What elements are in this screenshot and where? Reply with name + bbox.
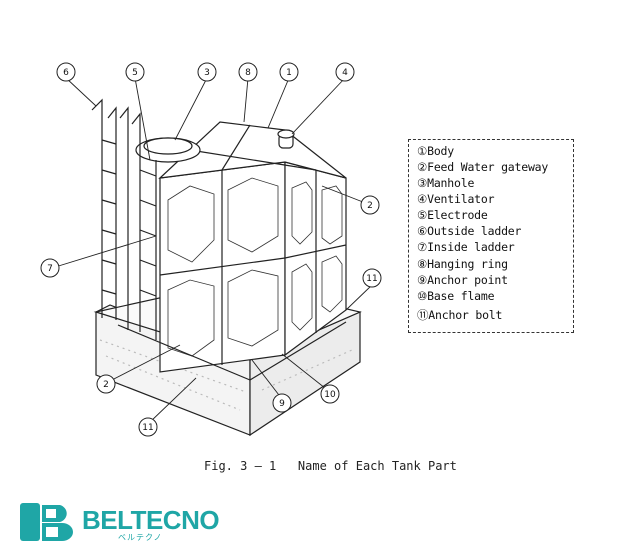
legend-item-feed-water: ②Feed Water gateway	[417, 160, 549, 174]
callout-7: 7	[40, 258, 60, 278]
svg-text:6: 6	[63, 68, 69, 78]
legend-item-anchor-point: ⑨Anchor point	[417, 273, 508, 287]
callout-2-top: 2	[360, 195, 380, 215]
tank-body	[158, 121, 347, 373]
callout-2-bottom: 2	[96, 374, 116, 394]
svg-text:11: 11	[142, 423, 153, 433]
svg-text:11: 11	[366, 274, 377, 284]
svg-text:2: 2	[103, 380, 109, 390]
svg-text:8: 8	[245, 68, 251, 78]
callout-8: 8	[238, 62, 258, 82]
svg-text:3: 3	[204, 68, 210, 78]
legend-item-manhole: ③Manhole	[417, 176, 475, 190]
legend-item-hanging-ring: ⑧Hanging ring	[417, 257, 508, 271]
legend-item-outside-ladder: ⑥Outside ladder	[417, 224, 522, 238]
callouts: 6 5 3 8 1 4 2 7 11 2 9 10 11	[40, 62, 382, 437]
svg-text:1: 1	[286, 68, 292, 78]
brand-kana: ベルテクノ	[118, 533, 163, 542]
legend-item-ventilator: ④Ventilator	[417, 192, 495, 206]
svg-text:4: 4	[342, 68, 348, 78]
svg-text:5: 5	[132, 68, 138, 78]
svg-text:10: 10	[324, 390, 336, 400]
svg-text:9: 9	[279, 399, 285, 409]
ventilator	[277, 129, 295, 149]
legend-item-anchor-bolt: ⑪Anchor bolt	[417, 308, 503, 322]
svg-text:7: 7	[47, 264, 53, 274]
base-frame	[117, 321, 347, 381]
outside-ladder	[91, 98, 141, 332]
callout-10: 10	[320, 384, 340, 404]
callout-9: 9	[272, 393, 292, 413]
legend-item-base-flame: ⑩Base flame	[417, 289, 495, 303]
callout-11-right: 11	[362, 268, 382, 288]
svg-text:2: 2	[367, 201, 373, 211]
legend-item-body: ①Body	[417, 144, 455, 158]
legend-item-electrode: ⑤Electrode	[417, 208, 488, 222]
callout-3: 3	[197, 62, 217, 82]
brand-name: BELTECNO	[82, 505, 220, 535]
callout-11-left: 11	[138, 417, 158, 437]
callout-4: 4	[335, 62, 355, 82]
legend-item-inside-ladder: ⑦Inside ladder	[417, 240, 515, 254]
manhole	[135, 137, 201, 163]
callout-1: 1	[279, 62, 299, 82]
inside-ladder	[139, 160, 157, 340]
parts-legend: ①Body ②Feed Water gateway ③Manhole ④Vent…	[408, 139, 574, 333]
callout-6: 6	[56, 62, 76, 82]
figure-caption: Fig. 3 — 1 Name of Each Tank Part	[204, 459, 457, 473]
callout-5: 5	[125, 62, 145, 82]
leader-lines	[51, 77, 373, 424]
beltecno-logo-icon	[20, 503, 73, 541]
